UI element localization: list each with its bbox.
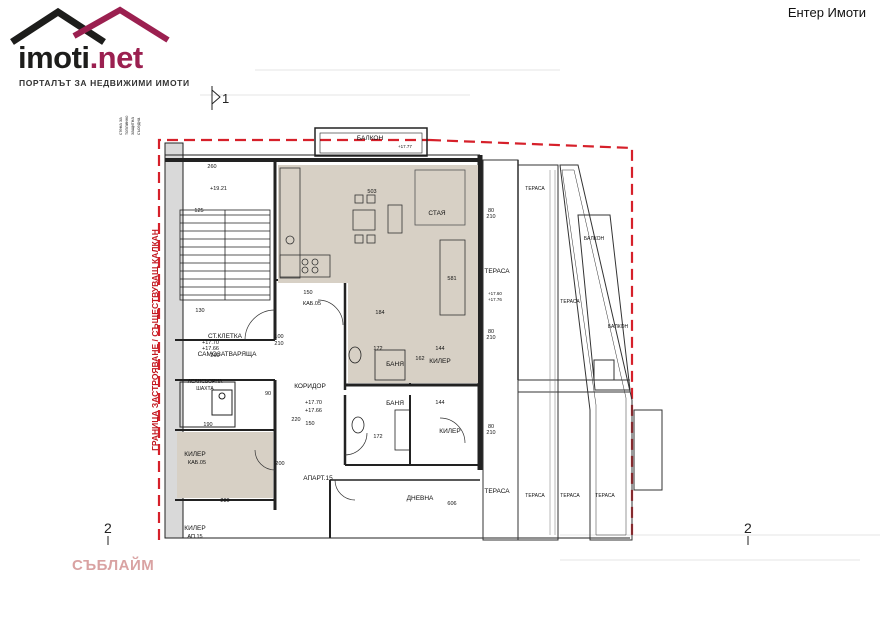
dim-80a: 80 <box>488 208 494 214</box>
svg-text:стена за: стена за <box>118 117 123 135</box>
dim-210a: 210 <box>274 341 283 347</box>
svg-text:топлинно: топлинно <box>124 115 129 135</box>
logo-wordmark: imoti.net <box>18 40 143 75</box>
label-self-closing: САМОЗАТВАРЯЩА <box>198 351 258 358</box>
dim-172a: 172 <box>373 346 382 352</box>
label-room: СТАЯ <box>428 210 446 217</box>
dim-260a: 260 <box>210 353 219 359</box>
dim-200: 200 <box>275 461 284 467</box>
label-terrace-2: ТЕРАСА <box>595 493 615 499</box>
dim-144b: 144 <box>435 400 444 406</box>
dim-125: 125 <box>194 208 203 214</box>
svg-text:съседна: съседна <box>136 117 141 135</box>
label-storage-3-code: КАБ.05 <box>188 460 206 466</box>
axis-marker-right: 2 <box>744 520 752 536</box>
dim-503: 503 <box>367 189 376 195</box>
dim-80b: 80 <box>488 329 494 335</box>
label-corridor: КОРИДОР <box>294 383 326 390</box>
label-storage-4: КИЛЕР <box>184 525 205 532</box>
dim-184: 184 <box>375 310 384 316</box>
dim-172b: 172 <box>373 434 382 440</box>
logo-tagline: ПОРТАЛЪТ ЗА НЕДВИЖИМИ ИМОТИ <box>19 78 190 88</box>
dim-210c: 210 <box>486 335 495 341</box>
dim-280: 280 <box>220 498 229 504</box>
dim-130: 130 <box>195 308 204 314</box>
level-stair-b: +17.66 <box>202 346 219 352</box>
label-storage-2: КИЛЕР <box>439 428 460 435</box>
dim-220: 220 <box>291 417 300 423</box>
label-storage-1: КИЛЕР <box>429 358 450 365</box>
label-storage-3: КИЛЕР <box>184 451 205 458</box>
dim-80c: 80 <box>488 424 494 430</box>
label-terrace-r4: ТЕРАСА <box>560 493 580 499</box>
label-terrace-r1: ТЕРАСА <box>525 186 545 192</box>
dim-260b: 260 <box>207 164 216 170</box>
site-logo[interactable]: imoti.net ПОРТАЛЪТ ЗА НЕДВИЖИМИ ИМОТИ <box>8 6 198 88</box>
dim-150b: 150 <box>305 421 314 427</box>
level-balcony: +17.77 <box>398 144 412 149</box>
svg-text:защитна: защитна <box>130 117 135 135</box>
label-living: ДНЕВНА <box>407 495 434 502</box>
level-corridor-a: +17.70 <box>305 400 322 406</box>
watermark-brand: СЪБЛАЙМ <box>72 557 155 574</box>
label-elevator-1: АСАНСЬОРНА <box>188 379 223 385</box>
label-apartment: АПАРТ.15 <box>303 475 333 482</box>
label-storage-4-code: АП.15 <box>187 534 202 540</box>
label-balcony-top: БАЛКОН <box>357 135 384 142</box>
label-bath-2: БАНЯ <box>386 400 404 407</box>
level-terrace-a: +17.60 <box>488 291 502 296</box>
dim-100a: 100 <box>274 334 283 340</box>
boundary-label: ГРАНИЦА ЗАСТРОЯВАНЕ / СЪЩЕСТВУВАЩ КАЛКАН <box>150 229 160 451</box>
label-terrace-r3: ТЕРАСА <box>525 493 545 499</box>
level-corridor-b: +17.66 <box>305 408 322 414</box>
level-stair-a: +17.70 <box>202 340 219 346</box>
dim-606: 606 <box>447 501 456 507</box>
dim-210b: 210 <box>486 214 495 220</box>
level-stair-top: +19.21 <box>210 186 227 192</box>
room-fill-storage <box>177 432 273 498</box>
axis-marker-top: 1 <box>211 86 229 110</box>
label-terrace-3: ТЕРАСА <box>484 488 510 495</box>
dim-210d: 210 <box>486 430 495 436</box>
house-roof-icon <box>10 6 170 45</box>
agency-name: Ентер Имоти <box>787 5 866 20</box>
label-bath-1: БАНЯ <box>386 361 404 368</box>
label-stairwell: СТ.КЛЕТКА <box>208 333 243 340</box>
dim-144a: 144 <box>435 346 444 352</box>
level-terrace-b: +17.76 <box>488 297 502 302</box>
room-fill-living <box>278 165 478 283</box>
axis-marker-left: 2 <box>104 520 112 536</box>
dim-162: 162 <box>415 356 424 362</box>
dim-90: 90 <box>265 391 271 397</box>
dim-190: 190 <box>203 422 212 428</box>
dim-150a: 150 <box>303 290 312 296</box>
label-elevator-2: ШАХТА <box>196 386 214 392</box>
svg-text:1: 1 <box>222 91 229 106</box>
label-terrace-1: ТЕРАСА <box>484 268 510 275</box>
label-balcony-r1: БАЛКОН <box>584 236 605 242</box>
label-terrace-r2: ТЕРАСА <box>560 299 580 305</box>
label-balcony-r2: БАЛКОН <box>608 324 629 330</box>
label-cab: КАБ.05 <box>303 301 321 307</box>
dim-581: 581 <box>447 276 456 282</box>
